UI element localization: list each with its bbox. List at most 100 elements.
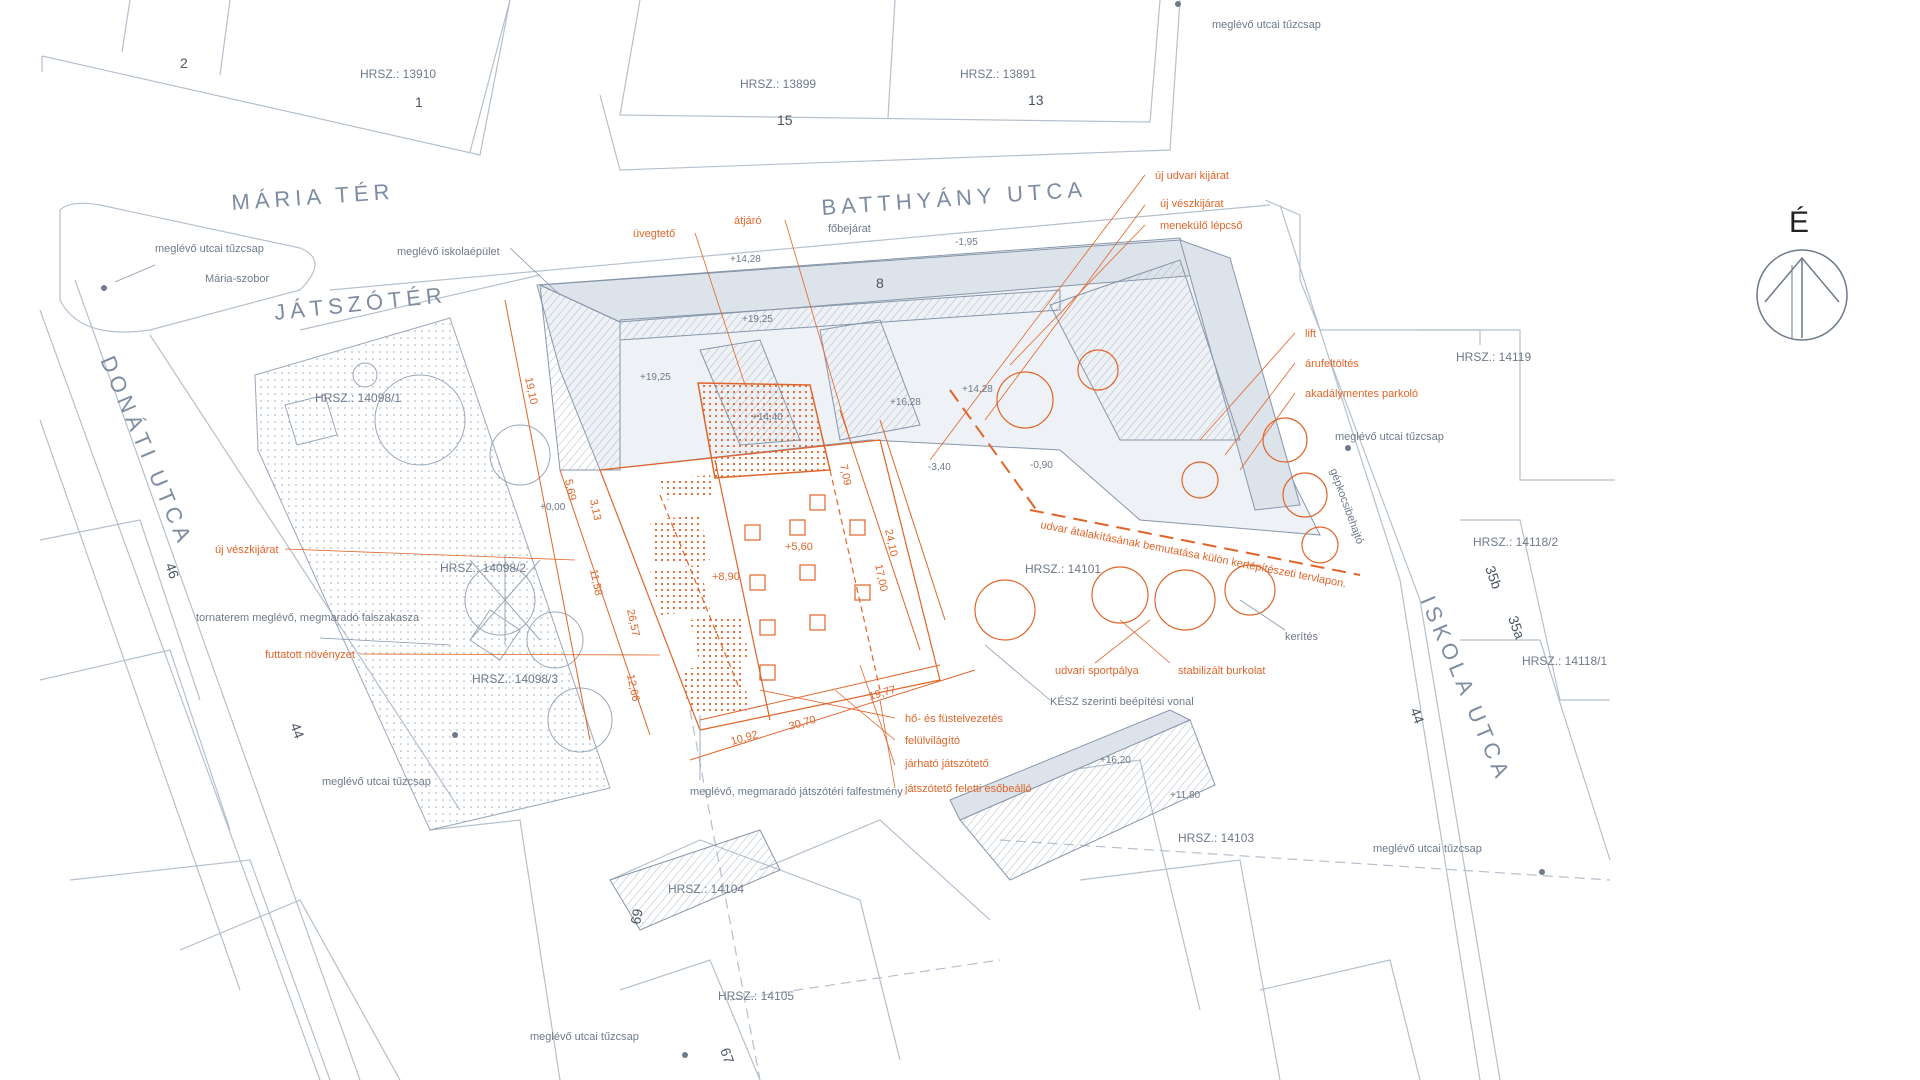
svg-text:35a: 35a [1505, 614, 1528, 642]
courtyard-boundary-line [1029, 509, 1361, 576]
street-maria-ter: MÁRIA TÉR [231, 179, 396, 215]
school-roof [536, 237, 1321, 536]
svg-text:árufeltöltés: árufeltöltés [1305, 358, 1359, 370]
svg-text:2: 2 [180, 55, 188, 71]
svg-text:akadálymentes parkoló: akadálymentes parkoló [1305, 388, 1418, 400]
svg-text:24,10: 24,10 [882, 528, 899, 557]
parcel-labels: HRSZ.: 13910 HRSZ.: 13899 HRSZ.: 13891 H… [315, 67, 1607, 1003]
kesz-building-line [949, 389, 1041, 516]
svg-text:új vészkijárat: új vészkijárat [1160, 198, 1224, 210]
street-donati: DONÁTI UTCA [95, 352, 198, 550]
svg-text:26,57: 26,57 [624, 608, 641, 637]
svg-text:menekülő lépcső: menekülő lépcső [1160, 220, 1243, 232]
svg-text:udvari sportpálya: udvari sportpálya [1055, 665, 1140, 677]
svg-text:+0,00: +0,00 [540, 502, 566, 513]
svg-text:HRSZ.: 14119: HRSZ.: 14119 [1456, 350, 1531, 364]
svg-text:+16,20: +16,20 [1100, 755, 1131, 766]
svg-text:meglévő utcai tűzcsap: meglévő utcai tűzcsap [530, 1031, 639, 1043]
north-label: É [1789, 206, 1809, 239]
svg-text:új vészkijárat: új vészkijárat [215, 544, 279, 556]
svg-text:10,92: 10,92 [730, 729, 760, 748]
svg-text:HRSZ.: 14118/1: HRSZ.: 14118/1 [1522, 654, 1607, 668]
svg-text:+19,25: +19,25 [640, 372, 671, 383]
svg-text:46: 46 [162, 561, 182, 581]
svg-text:kerítés: kerítés [1285, 631, 1319, 643]
svg-text:meglévő utcai tűzcsap: meglévő utcai tűzcsap [1335, 431, 1444, 443]
svg-text:1: 1 [415, 94, 423, 110]
svg-text:+14,28: +14,28 [962, 384, 993, 395]
gray-leaders [114, 247, 1286, 780]
svg-text:15: 15 [777, 112, 793, 128]
svg-text:HRSZ.: 13891: HRSZ.: 13891 [960, 67, 1036, 81]
svg-text:5,69: 5,69 [562, 478, 578, 501]
svg-text:3,13: 3,13 [587, 498, 603, 521]
svg-text:HRSZ.: 14101: HRSZ.: 14101 [1025, 562, 1101, 576]
svg-text:HRSZ.: 14104: HRSZ.: 14104 [668, 882, 744, 896]
svg-text:8: 8 [876, 275, 884, 291]
svg-text:11,58: 11,58 [587, 568, 604, 597]
svg-text:meglévő utcai tűzcsap: meglévő utcai tűzcsap [322, 776, 431, 788]
north-arrow-icon [1756, 249, 1848, 341]
svg-text:meglévő utcai tűzcsap: meglévő utcai tűzcsap [1212, 19, 1321, 31]
dimension-lines [504, 299, 976, 761]
svg-text:+16,28: +16,28 [890, 397, 921, 408]
svg-text:új udvari kijárat: új udvari kijárat [1155, 170, 1229, 182]
svg-text:44: 44 [1407, 706, 1427, 726]
orange-leaders [284, 174, 1296, 789]
street-jatszoter: JÁTSZÓTÉR [273, 282, 448, 325]
svg-text:-1,95: -1,95 [955, 237, 978, 248]
svg-text:játszótető feletti esőbeálló: játszótető feletti esőbeálló [904, 783, 1032, 795]
svg-text:üvegtető: üvegtető [633, 228, 675, 240]
svg-text:HRSZ.: 13899: HRSZ.: 13899 [740, 77, 816, 91]
svg-text:HRSZ.: 14098/3: HRSZ.: 14098/3 [472, 672, 558, 686]
svg-text:+19,25: +19,25 [742, 314, 773, 325]
svg-text:HRSZ.: 14103: HRSZ.: 14103 [1178, 831, 1254, 845]
svg-text:felülvilágító: felülvilágító [905, 735, 960, 747]
svg-text:19,10: 19,10 [522, 376, 539, 405]
svg-text:hő- és füstelvezetés: hő- és füstelvezetés [905, 713, 1003, 725]
house-numbers: 2 1 15 13 8 46 44 44 35b 35a 69 67 [162, 55, 1528, 1066]
svg-text:HRSZ.: 14098/2: HRSZ.: 14098/2 [440, 561, 526, 575]
svg-text:12,66: 12,66 [624, 673, 641, 702]
svg-text:meglévő iskolaépület: meglévő iskolaépület [397, 246, 500, 258]
svg-text:-3,40: -3,40 [928, 462, 951, 473]
street-iskola: ISKOLA UTCA [1415, 592, 1516, 785]
svg-text:69: 69 [627, 907, 645, 925]
svg-text:+14,28: +14,28 [730, 254, 761, 265]
svg-text:gépkocsibehajtó: gépkocsibehajtó [1327, 467, 1365, 546]
playground-area [254, 317, 613, 831]
hydrant-icon [101, 1, 1545, 1058]
svg-text:+11,80: +11,80 [1170, 790, 1201, 801]
svg-text:19,77: 19,77 [868, 684, 898, 703]
svg-text:30,70: 30,70 [788, 714, 818, 733]
svg-text:13: 13 [1028, 92, 1044, 108]
svg-text:-0,90: -0,90 [1030, 460, 1053, 471]
lower-building-roof [949, 709, 1216, 881]
svg-text:HRSZ.: 14098/1: HRSZ.: 14098/1 [315, 391, 401, 405]
svg-text:járható játszótető: járható játszótető [904, 758, 989, 770]
courtyard-trees [974, 349, 1339, 641]
svg-text:17,00: 17,00 [872, 563, 889, 592]
svg-text:meglévő utcai tűzcsap: meglévő utcai tűzcsap [1373, 843, 1482, 855]
bottom-building [609, 829, 781, 931]
svg-text:HRSZ.: 14105: HRSZ.: 14105 [718, 989, 794, 1003]
svg-text:meglévő utcai tűzcsap: meglévő utcai tűzcsap [155, 243, 264, 255]
playground-roof [599, 439, 941, 731]
svg-text:Mária-szobor: Mária-szobor [205, 273, 270, 285]
svg-text:HRSZ.: 14118/2: HRSZ.: 14118/2 [1473, 535, 1558, 549]
svg-text:főbejárat: főbejárat [828, 223, 871, 235]
svg-text:stabilizált burkolat: stabilizált burkolat [1178, 665, 1265, 677]
svg-text:35b: 35b [1482, 564, 1505, 592]
svg-text:átjáró: átjáró [734, 215, 762, 227]
svg-text:+8,90: +8,90 [712, 571, 740, 583]
base-linework [39, 0, 1615, 1080]
svg-text:+14,40: +14,40 [752, 412, 783, 423]
svg-text:HRSZ.: 13910: HRSZ.: 13910 [360, 67, 436, 81]
svg-text:lift: lift [1305, 328, 1316, 340]
svg-text:KÉSZ szerinti beépítési vonal: KÉSZ szerinti beépítési vonal [1050, 695, 1194, 708]
svg-text:7,09: 7,09 [837, 463, 853, 486]
svg-text:meglévő, megmaradó játszótéri: meglévő, megmaradó játszótéri falfestmén… [690, 786, 903, 798]
svg-text:tornaterem meglévő, megmaradó: tornaterem meglévő, megmaradó falszakasz… [196, 612, 420, 624]
glass-roof [697, 382, 831, 479]
svg-text:futtatott növényzet: futtatott növényzet [265, 649, 355, 661]
